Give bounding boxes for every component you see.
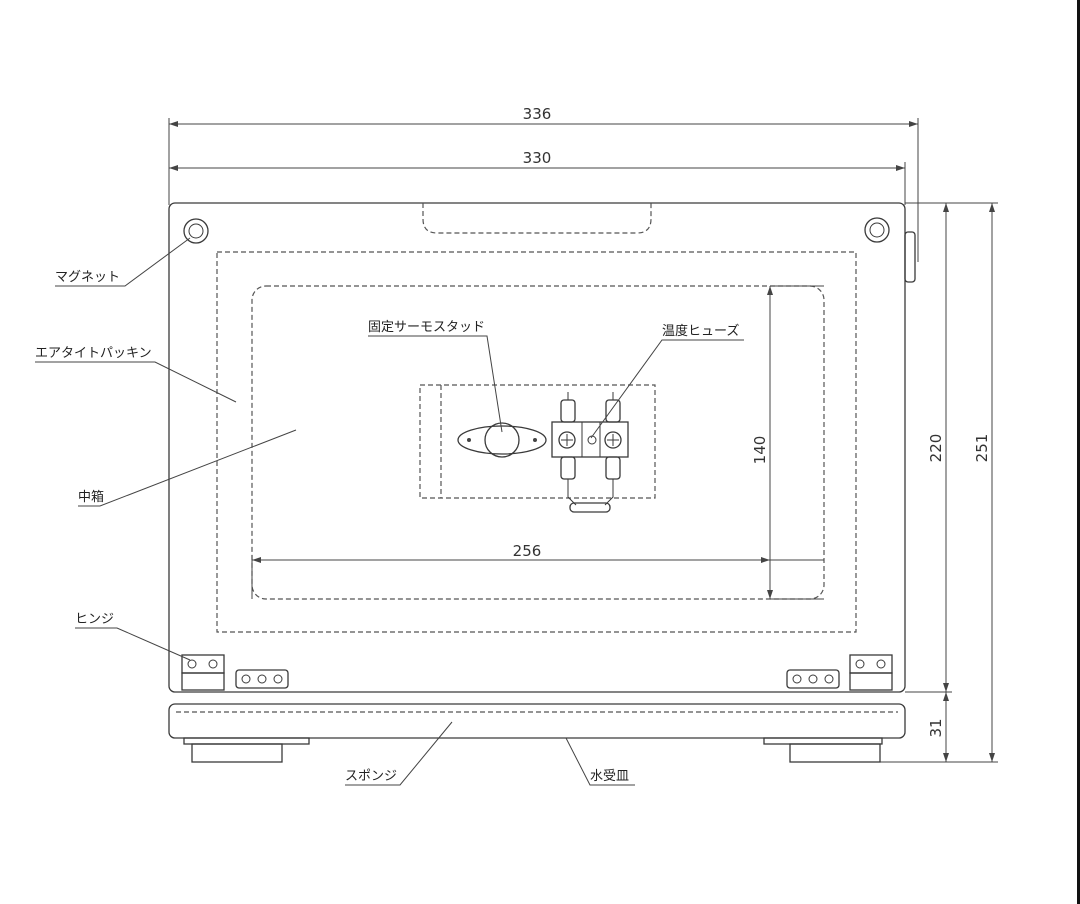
- dimension-interior-height: 140: [751, 285, 824, 600]
- foot-right: [763, 737, 883, 763]
- dimension-inner-width: 330: [169, 149, 906, 205]
- main-body-outline: [168, 202, 906, 693]
- drip-tray: [168, 703, 906, 739]
- thermal-fuse-assembly: [551, 392, 629, 513]
- leader-thermostat-stud: [368, 335, 503, 433]
- dim-text-31: 31: [927, 718, 945, 737]
- dimension-overall-width: 336: [168, 105, 919, 262]
- label-inner-box: 中箱: [78, 489, 104, 505]
- leader-magnet: [55, 237, 191, 287]
- dimension-interior-width: 256: [251, 542, 824, 599]
- airtight-packing-outline: [216, 251, 857, 633]
- label-hinge: ヒンジ: [75, 612, 114, 627]
- label-thermal-fuse: 温度ヒューズ: [662, 323, 739, 339]
- side-latch: [904, 231, 916, 283]
- label-sponge: スポンジ: [345, 769, 397, 784]
- magnet-right: [864, 217, 890, 243]
- leader-inner-box: [78, 429, 297, 507]
- dimension-body-height: 220: [905, 202, 952, 693]
- leader-thermal-fuse: [590, 339, 744, 439]
- magnet-left: [183, 218, 209, 244]
- dim-text-140: 140: [751, 436, 769, 465]
- label-airtight-packing: エアタイトパッキン: [35, 346, 152, 361]
- leader-drip-tray: [565, 737, 635, 786]
- dim-text-251: 251: [973, 434, 991, 463]
- foot-left: [183, 737, 310, 763]
- leader-hinge: [75, 627, 191, 661]
- thermostat-stud: [457, 422, 547, 458]
- inner-box-outline: [251, 285, 825, 600]
- hinge-left: [181, 654, 289, 691]
- dimension-total-height: 251: [880, 202, 998, 763]
- label-drip-tray: 水受皿: [590, 769, 629, 784]
- top-handle-recess: [422, 203, 652, 234]
- hinge-right: [786, 654, 893, 691]
- leader-airtight-packing: [35, 361, 237, 403]
- leader-sponge: [345, 721, 453, 786]
- label-magnet: マグネット: [55, 270, 120, 285]
- dim-text-336: 336: [523, 105, 552, 123]
- right-edge-bar: [1077, 0, 1080, 904]
- mounting-plate: [419, 384, 656, 499]
- label-thermostat-stud: 固定サーモスタッド: [368, 320, 485, 335]
- dim-text-220: 220: [927, 434, 945, 463]
- dimension-tray-height: 31: [927, 692, 949, 762]
- dim-text-256: 256: [513, 542, 542, 560]
- dim-text-330: 330: [523, 149, 552, 167]
